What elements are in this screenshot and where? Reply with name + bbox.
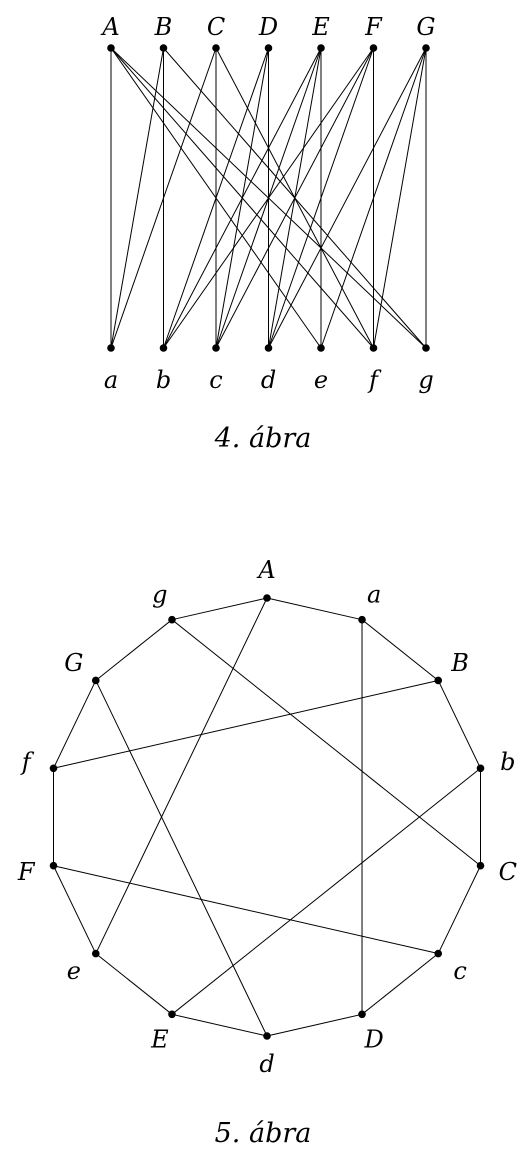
chord-G-d	[95, 680, 268, 1037]
vertex-d	[263, 1032, 271, 1040]
vertex-E	[168, 1010, 176, 1019]
cycle-edge-a-B	[361, 619, 439, 681]
bipartite-graph-edges	[110, 47, 427, 349]
bipartite-graph-vertices	[107, 44, 430, 352]
vertex-F	[369, 44, 378, 52]
edge-E-b	[163, 47, 322, 349]
edge-G-f	[373, 47, 427, 349]
vertex-label-C: C	[207, 13, 225, 41]
vertex-C	[212, 44, 220, 52]
chord-A-e	[95, 597, 268, 954]
vertex-label-d: d	[259, 1050, 274, 1078]
vertex-c	[434, 949, 443, 958]
vertex-G	[422, 44, 430, 52]
vertex-label-A: A	[256, 556, 275, 584]
figure-4-caption: 4. ábra	[214, 423, 312, 454]
vertex-D	[358, 1010, 366, 1019]
vertex-g	[422, 344, 430, 352]
vertex-label-b: b	[500, 748, 515, 776]
vertex-A	[107, 44, 115, 52]
bipartite-graph-figure: A B C D E F Ga b c d e f g 4. ábra	[100, 13, 435, 454]
vertex-label-a: a	[104, 366, 118, 394]
vertex-e	[317, 344, 325, 352]
edge-F-b	[163, 47, 374, 349]
vertex-A	[263, 594, 271, 602]
cycle-edge-B-b	[437, 680, 481, 769]
vertex-label-c: c	[453, 957, 466, 985]
figure-5-caption: 5. ábra	[215, 1118, 312, 1149]
edge-B-a	[110, 47, 164, 349]
edge-G-d	[268, 47, 427, 349]
edge-F-c	[215, 47, 374, 349]
vertex-label-D: D	[258, 13, 278, 41]
vertex-label-F: F	[364, 13, 383, 41]
vertex-f	[369, 344, 378, 352]
vertex-a	[107, 344, 115, 352]
vertex-d	[264, 344, 273, 352]
vertex-label-A: A	[100, 13, 119, 41]
edge-D-b	[163, 47, 269, 349]
vertex-label-F: F	[17, 858, 36, 886]
cycle-edge-g-A	[171, 597, 268, 621]
vertex-B	[159, 44, 168, 52]
vertex-label-d: d	[261, 366, 276, 394]
cycle-edge-D-d	[266, 1013, 363, 1037]
cycle-edge-c-D	[361, 953, 439, 1015]
cycle-edge-f-G	[53, 680, 97, 769]
vertex-label-f: f	[367, 366, 382, 394]
vertex-E	[317, 44, 325, 52]
vertex-label-b: b	[156, 366, 171, 394]
vertex-f	[49, 764, 58, 773]
cycle-edge-e-F	[53, 865, 97, 954]
vertex-F	[49, 861, 58, 870]
edge-C-a	[110, 47, 217, 349]
vertex-label-E: E	[150, 1026, 169, 1054]
vertex-label-C: C	[499, 858, 517, 886]
vertex-C	[476, 861, 485, 870]
vertex-e	[91, 949, 100, 958]
vertex-label-f: f	[20, 748, 35, 776]
vertex-a	[358, 615, 366, 624]
cycle-edge-E-e	[95, 953, 173, 1015]
vertex-c	[212, 344, 220, 352]
chord-b-E	[171, 767, 481, 1015]
chord-g-C	[171, 619, 481, 867]
vertex-label-g: g	[152, 580, 167, 608]
vertex-label-c: c	[209, 366, 222, 394]
vertex-label-G: G	[416, 13, 435, 41]
bipartite-graph-labels: A B C D E F Ga b c d e f g	[100, 13, 435, 394]
vertex-B	[434, 676, 443, 685]
vertex-g	[168, 615, 176, 624]
vertex-label-B: B	[154, 13, 173, 41]
edge-G-e	[320, 47, 427, 349]
vertex-label-g: g	[418, 366, 433, 394]
cycle-graph-vertices	[49, 594, 485, 1040]
chord-f-B	[53, 679, 439, 769]
vertex-b	[159, 344, 168, 352]
vertex-label-e: e	[67, 957, 81, 985]
cycle-edge-A-a	[266, 597, 363, 621]
vertex-G	[91, 676, 100, 685]
vertex-label-G: G	[64, 649, 83, 677]
cycle-graph-edges	[52, 597, 482, 1037]
vertex-label-a: a	[367, 580, 381, 608]
vertex-D	[264, 44, 273, 52]
chord-F-c	[53, 865, 439, 955]
cycle-edge-C-c	[437, 865, 481, 954]
vertex-label-e: e	[314, 366, 328, 394]
vertex-b	[476, 764, 485, 773]
cycle-edge-G-g	[95, 619, 173, 681]
vertex-label-B: B	[450, 649, 469, 677]
vertex-label-D: D	[364, 1026, 384, 1054]
vertex-label-E: E	[311, 13, 330, 41]
cycle-edge-d-E	[171, 1013, 268, 1037]
edge-F-d	[268, 47, 374, 349]
